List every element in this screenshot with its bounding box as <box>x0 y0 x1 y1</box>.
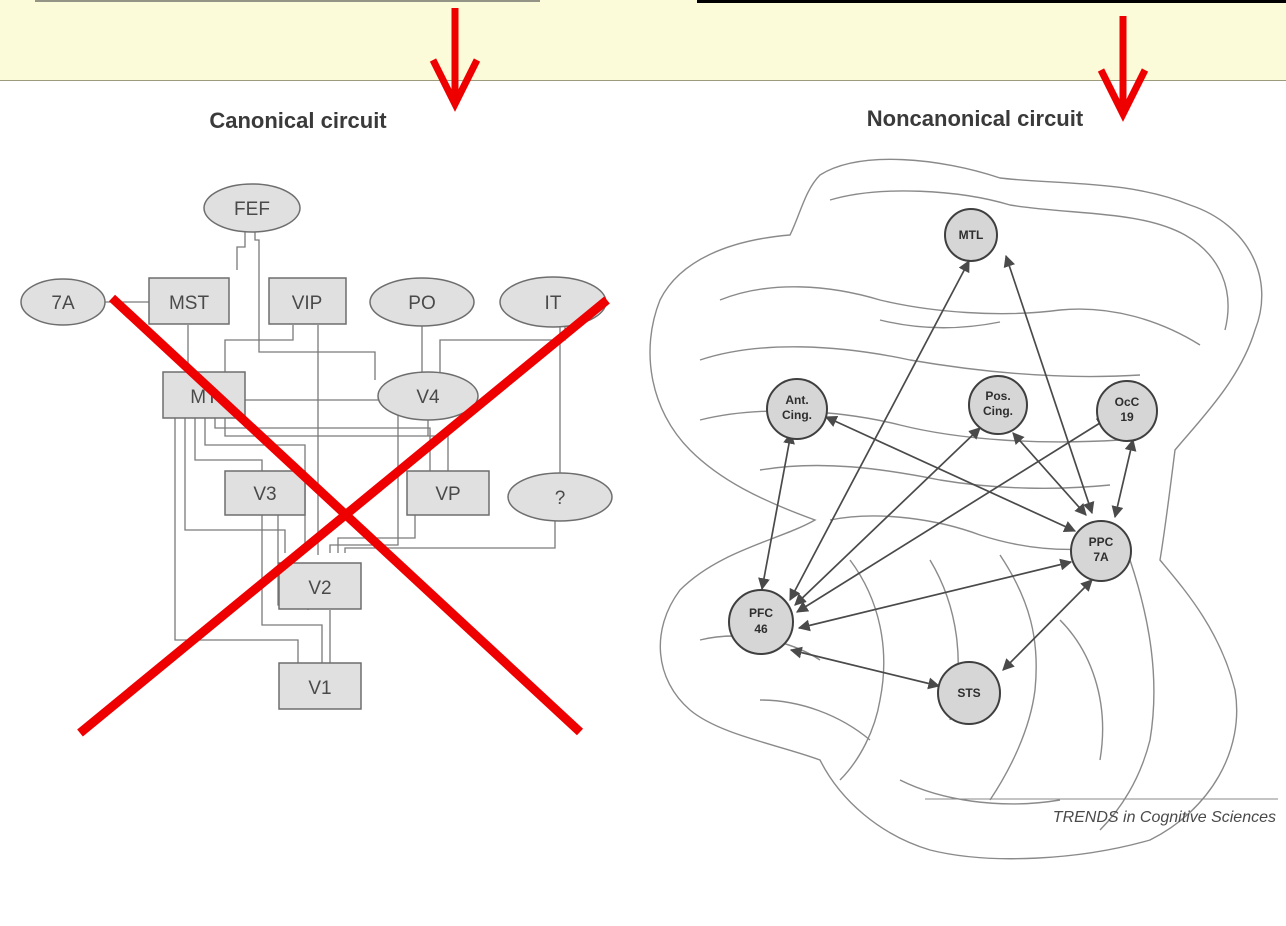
svg-text:Ant.: Ant. <box>785 393 808 407</box>
svg-text:PPC: PPC <box>1089 535 1114 549</box>
svg-text:V1: V1 <box>308 678 331 699</box>
header-banner <box>0 0 1286 81</box>
svg-text:V3: V3 <box>253 484 276 505</box>
canonical-area-v4: V4 <box>377 371 479 421</box>
svg-text:MTL: MTL <box>959 228 984 242</box>
node-ppc-7a: PPC 7A <box>1070 520 1132 582</box>
canonical-area-vip: VIP <box>268 277 347 325</box>
svg-text:VP: VP <box>435 484 460 505</box>
canonical-area-v2: V2 <box>278 562 362 610</box>
svg-text:PFC: PFC <box>749 606 773 620</box>
red-cross-out-mark <box>77 294 610 737</box>
canonical-area-7a: 7A <box>20 278 106 326</box>
noncanonical-title: Noncanonical circuit <box>867 106 1084 131</box>
svg-text:Pos.: Pos. <box>985 389 1010 403</box>
canonical-area-fef: FEF <box>203 183 301 233</box>
canonical-title: Canonical circuit <box>209 108 387 133</box>
canonical-area-v3: V3 <box>224 470 306 516</box>
canonical-area-vp: VP <box>406 470 490 516</box>
svg-text:STS: STS <box>957 686 980 700</box>
svg-text:MST: MST <box>169 293 210 314</box>
canonical-area-po: PO <box>369 277 475 327</box>
node-occ-19: OcC 19 <box>1096 380 1158 442</box>
svg-text:7A: 7A <box>1093 550 1109 564</box>
node-ant-cing: Ant. Cing. <box>766 378 828 440</box>
svg-text:19: 19 <box>1120 410 1134 424</box>
canonical-area-unknown: ? <box>507 472 613 522</box>
node-pos-cing: Pos. Cing. <box>968 375 1028 435</box>
svg-text:FEF: FEF <box>234 199 270 220</box>
red-pointer-arrow-left <box>429 8 481 112</box>
node-sts: STS <box>937 661 1001 725</box>
brain-outline <box>649 158 1263 860</box>
svg-text:Cing.: Cing. <box>983 404 1013 418</box>
canonical-area-it: IT <box>499 276 607 328</box>
svg-text:Cing.: Cing. <box>782 408 812 422</box>
svg-text:7A: 7A <box>51 293 75 314</box>
connection-arrows <box>758 254 1137 690</box>
canonical-area-v1: V1 <box>278 662 362 710</box>
svg-text:IT: IT <box>545 293 562 314</box>
node-mtl: MTL <box>944 208 998 262</box>
svg-text:V2: V2 <box>308 578 331 599</box>
svg-text:PO: PO <box>408 293 435 314</box>
node-pfc-46: PFC 46 <box>728 589 794 655</box>
svg-text:46: 46 <box>754 622 768 636</box>
svg-text:?: ? <box>555 488 566 509</box>
canonical-area-mst: MST <box>148 277 230 325</box>
source-credit: TRENDS in Cognitive Sciences <box>1053 809 1276 826</box>
svg-text:VIP: VIP <box>292 293 323 314</box>
svg-text:OcC: OcC <box>1115 395 1140 409</box>
red-pointer-arrow-right <box>1097 16 1149 122</box>
svg-text:V4: V4 <box>416 387 440 408</box>
